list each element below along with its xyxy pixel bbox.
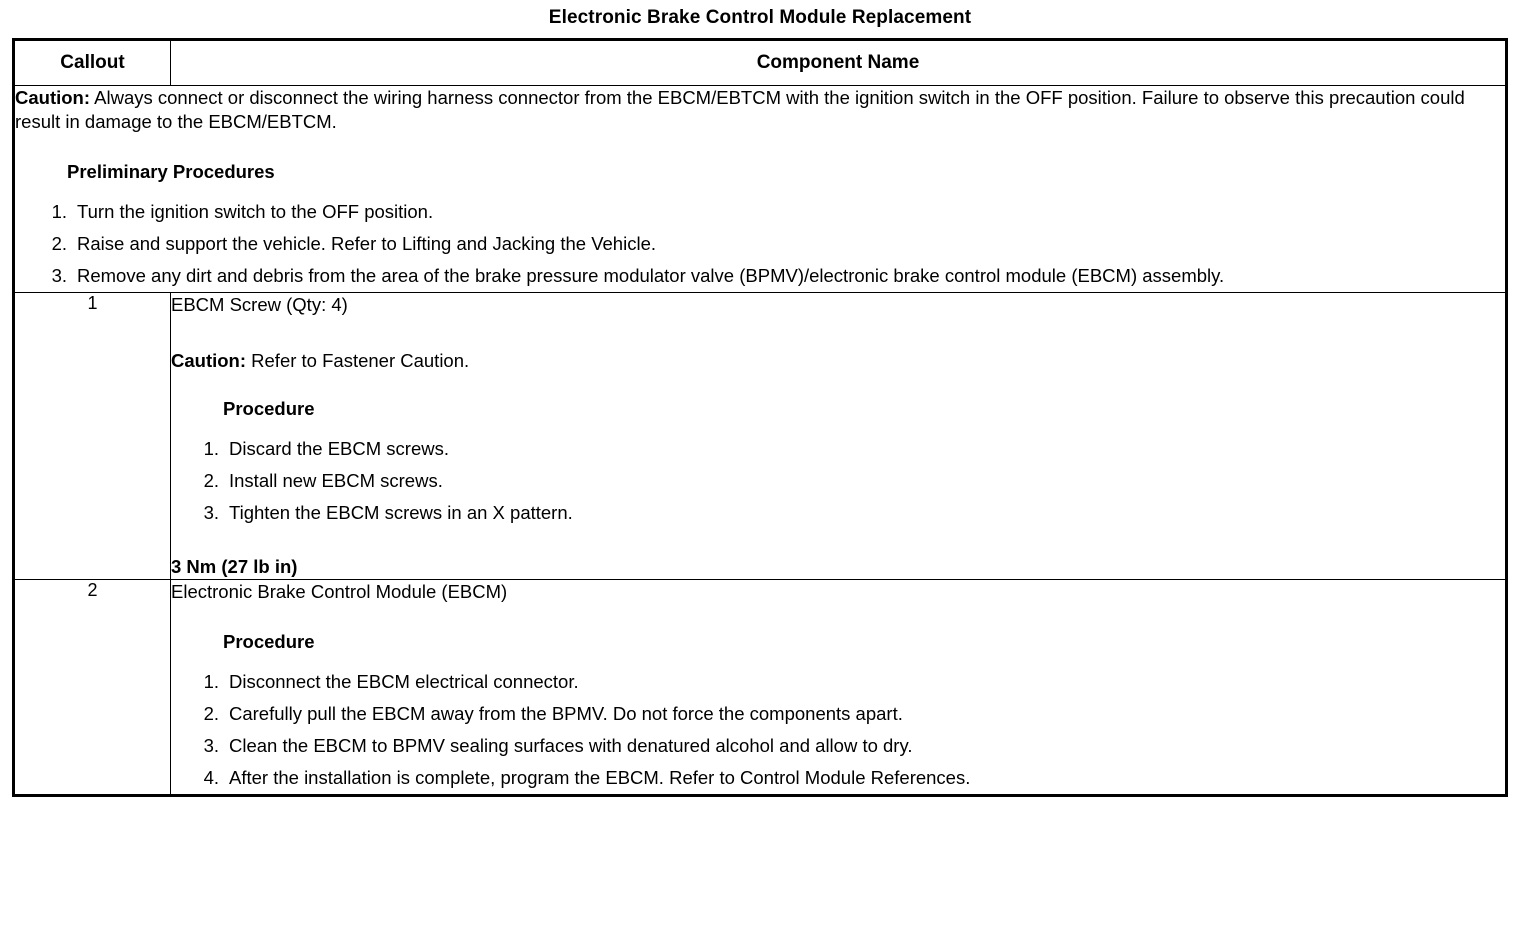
step-text: Remove any dirt and debris from the area… — [77, 265, 1225, 286]
fastener-caution-paragraph: Caution: Refer to Fastener Caution. — [171, 349, 1505, 373]
column-header-component-name: Component Name — [170, 39, 1507, 86]
table-row: 2 Electronic Brake Control Module (EBCM)… — [13, 579, 1507, 796]
caution-cell: Caution: Always connect or disconnect th… — [13, 85, 1507, 293]
step-number: 1. — [203, 438, 219, 459]
caution-label: Caution: — [171, 350, 247, 371]
torque-spec-1: 3 Nm (27 lb in) — [171, 556, 298, 577]
component-name-1: EBCM Screw (Qty: 4) — [171, 294, 348, 315]
list-item: 1. Discard the EBCM screws. — [189, 433, 1505, 465]
caution-text: Refer to Fastener Caution. — [246, 350, 470, 371]
step-number: 4. — [203, 767, 219, 788]
step-number: 3. — [203, 735, 219, 756]
step-number: 2. — [203, 703, 219, 724]
caution-row: Caution: Always connect or disconnect th… — [13, 85, 1507, 293]
step-number: 1. — [51, 201, 67, 222]
step-number: 3. — [203, 502, 219, 523]
list-item: 3. Tighten the EBCM screws in an X patter… — [189, 497, 1505, 529]
list-item: 3. Remove any dirt and debris from the ar… — [37, 260, 1505, 292]
component-name-2: Electronic Brake Control Module (EBCM) — [171, 581, 508, 602]
list-item: 2. Install new EBCM screws. — [189, 465, 1505, 497]
step-text: Disconnect the EBCM electrical connector… — [229, 671, 579, 692]
page-title: Electronic Brake Control Module Replacem… — [548, 7, 972, 28]
list-item: 3. Clean the EBCM to BPMV sealing surface… — [189, 730, 1505, 762]
list-item: 2. Carefully pull the EBCM away from the … — [189, 698, 1505, 730]
step-number: 1. — [203, 671, 219, 692]
preliminary-steps-list: 1. Turn the ignition switch to the OFF po… — [37, 196, 1505, 292]
step-text: Clean the EBCM to BPMV sealing surfaces … — [229, 735, 913, 756]
column-header-callout: Callout — [13, 39, 171, 86]
caution-label: Caution: — [15, 87, 91, 108]
caution-text: Always connect or disconnect the wiring … — [15, 87, 1465, 132]
procedure-heading-1: Procedure — [223, 398, 315, 419]
caution-paragraph: Caution: Always connect or disconnect th… — [15, 86, 1505, 134]
step-text: Raise and support the vehicle. Refer to … — [77, 233, 656, 254]
table-body: Caution: Always connect or disconnect th… — [13, 85, 1507, 796]
step-text: Tighten the EBCM screws in an X pattern. — [229, 502, 573, 523]
step-text: Discard the EBCM screws. — [229, 438, 449, 459]
procedure-heading-2: Procedure — [223, 631, 315, 652]
table-header: Callout Component Name — [13, 39, 1507, 86]
table-row: 1 EBCM Screw (Qty: 4) Caution: Refer to … — [13, 292, 1507, 580]
list-item: 1. Disconnect the EBCM electrical connect… — [189, 666, 1505, 698]
component-cell-2: Electronic Brake Control Module (EBCM) P… — [170, 579, 1507, 796]
procedure-steps-list-1: 1. Discard the EBCM screws. 2. Install new… — [189, 433, 1505, 529]
step-text: After the installation is complete, prog… — [229, 767, 971, 788]
list-item: 4. After the installation is complete, pr… — [189, 762, 1505, 794]
list-item: 2. Raise and support the vehicle. Refer t… — [37, 228, 1505, 260]
step-number: 2. — [51, 233, 67, 254]
table-header-row: Callout Component Name — [13, 39, 1507, 86]
component-table: Callout Component Name Caution: Always c… — [12, 38, 1508, 797]
component-cell-1: EBCM Screw (Qty: 4) Caution: Refer to Fa… — [170, 292, 1507, 580]
step-number: 3. — [51, 265, 67, 286]
callout-number-2: 2 — [13, 579, 171, 796]
step-number: 2. — [203, 470, 219, 491]
step-text: Carefully pull the EBCM away from the BP… — [229, 703, 903, 724]
step-text: Turn the ignition switch to the OFF posi… — [77, 201, 434, 222]
callout-number-1: 1 — [13, 292, 171, 580]
preliminary-procedures-heading: Preliminary Procedures — [67, 161, 275, 182]
procedure-steps-list-2: 1. Disconnect the EBCM electrical connect… — [189, 666, 1505, 794]
step-text: Install new EBCM screws. — [229, 470, 443, 491]
list-item: 1. Turn the ignition switch to the OFF po… — [37, 196, 1505, 228]
